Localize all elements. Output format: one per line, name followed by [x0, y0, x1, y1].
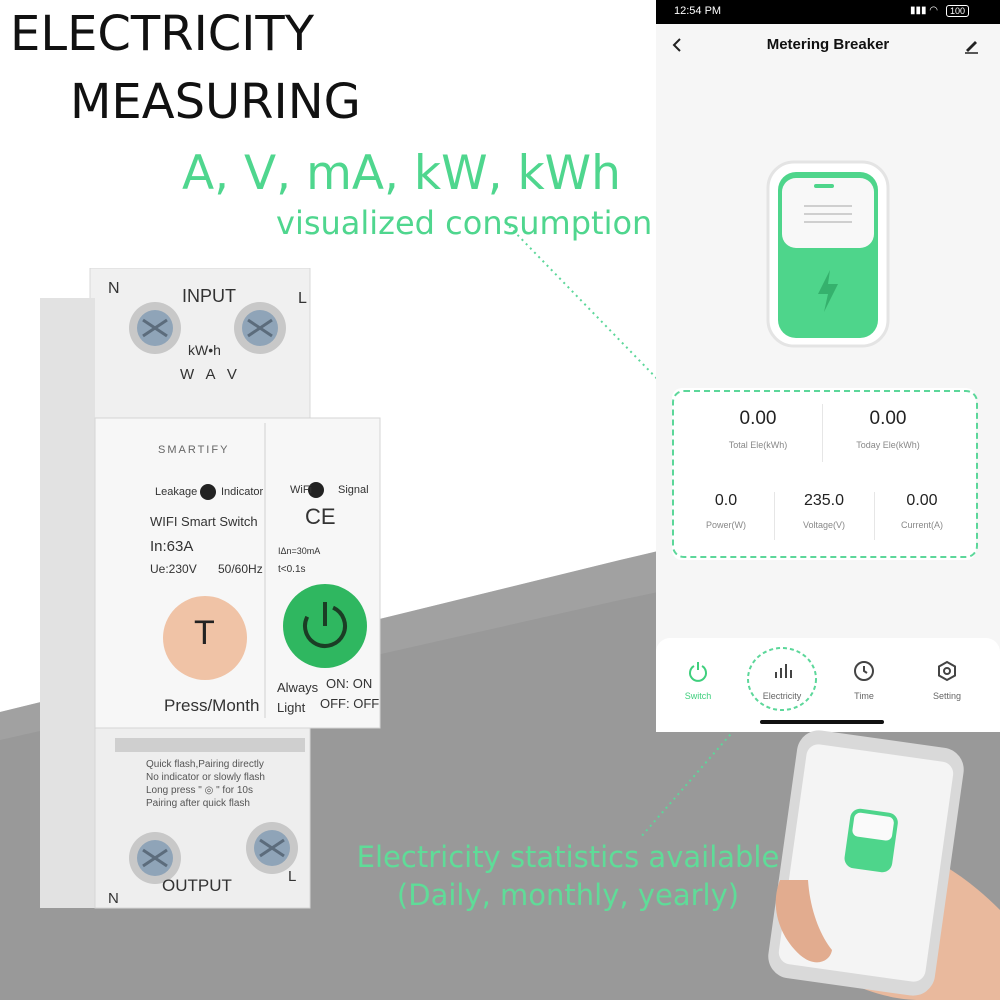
caption-line1: Electricity statistics available	[356, 840, 780, 874]
wifi-label: WiFi	[290, 484, 312, 496]
device-top-l: L	[298, 290, 307, 307]
stats-card	[672, 388, 976, 560]
hexagon-gear-icon	[938, 660, 956, 682]
breaker-illustration-icon	[766, 160, 890, 348]
instruction-line: Long press " ◎ " for 10s	[146, 785, 253, 796]
units-subtitle: visualized consumption	[276, 204, 653, 242]
meter-symbols: W A V	[180, 366, 241, 383]
electricity-tab-highlight	[747, 647, 817, 711]
tab-label: Electricity	[762, 691, 802, 701]
press-month-label: Press/Month	[164, 696, 260, 715]
tab-switch[interactable]: Switch	[663, 660, 733, 701]
stat-label: Current(A)	[900, 520, 943, 530]
breaker-device: N L INPUT kW•h W A V SMARTIFY Leakage In…	[20, 268, 400, 913]
trip-current: IΔn=30mA	[278, 546, 321, 556]
stat-label: Voltage(V)	[802, 520, 846, 530]
connector-line-top	[504, 221, 669, 391]
caption-line2: (Daily, monthly, yearly)	[396, 878, 740, 912]
status-bar: 12:54 PM ▮▮▮ ◠ 100	[656, 0, 1000, 24]
hand-holding-phone	[768, 730, 1000, 1000]
stat-current: 0.00 Current(A)	[882, 492, 962, 530]
test-button[interactable]: T	[194, 614, 215, 652]
tab-electricity[interactable]: Electricity	[747, 660, 817, 701]
stat-power: 0.0 Power(W)	[686, 492, 766, 530]
wifi-signal-led	[308, 482, 324, 498]
stat-value: 0.00	[869, 408, 907, 429]
test-button-shape	[163, 596, 247, 680]
model-label: WIFI Smart Switch	[150, 514, 258, 529]
stat-voltage: 235.0 Voltage(V)	[784, 492, 864, 530]
indicator-label: Indicator	[221, 486, 264, 498]
stat-value: 0.00	[906, 492, 938, 509]
leakage-label: Leakage	[155, 486, 198, 498]
signal-label: Signal	[338, 484, 369, 496]
stat-value: 235.0	[803, 492, 845, 509]
bottom-tab-bar: Switch Electricity Time Setting	[656, 638, 1000, 732]
stat-label: Total Ele(kWh)	[728, 440, 788, 450]
voltage-label: Ue:230V	[150, 562, 197, 576]
tab-time[interactable]: Time	[829, 660, 899, 701]
back-icon[interactable]	[668, 36, 686, 54]
bar-chart-icon	[775, 664, 792, 678]
leakage-indicator-led	[200, 484, 216, 500]
status-time: 12:54 PM	[674, 5, 722, 17]
stat-label: Today Ele(kWh)	[856, 440, 920, 450]
input-label: INPUT	[182, 286, 236, 306]
trip-time: t<0.1s	[278, 564, 306, 575]
meter-unit: kW•h	[188, 342, 221, 358]
instruction-line: No indicator or slowly flash	[146, 772, 265, 783]
off-off-label: OFF: OFF	[320, 696, 380, 711]
units-headline: A, V, mA, kW, kWh	[182, 146, 621, 201]
tab-label: Time	[854, 691, 874, 701]
instruction-line: Pairing after quick flash	[146, 798, 250, 809]
home-indicator	[760, 720, 884, 724]
screw-bottom-l	[246, 822, 298, 874]
battery-icon: 100	[946, 5, 970, 17]
device-top-n: N	[108, 280, 120, 297]
device-bottom-n: N	[108, 890, 119, 907]
stat-value: 0.00	[739, 408, 777, 429]
always-label: Always	[277, 680, 319, 695]
stat-label: Power(W)	[706, 520, 746, 530]
tab-setting[interactable]: Setting	[912, 660, 982, 701]
headline-line2: MEASURING	[70, 74, 361, 130]
light-label: Light	[277, 700, 306, 715]
headline-line1: ELECTRICITY	[10, 6, 315, 62]
stat-total-ele: 0.00 Total Ele(kWh)	[708, 408, 808, 450]
phone-screen: 12:54 PM ▮▮▮ ◠ 100 Metering Breaker 0.00…	[656, 0, 1000, 732]
breaker-body	[40, 268, 381, 909]
stat-value: 0.0	[714, 492, 738, 509]
clock-icon	[854, 661, 874, 681]
stats-highlight-box	[672, 390, 978, 558]
device-bottom-l: L	[288, 868, 297, 885]
instruction-line: Quick flash,Pairing directly	[146, 759, 264, 770]
screw-top-l	[234, 302, 286, 354]
frequency-label: 50/60Hz	[218, 562, 263, 576]
page-title: Metering Breaker	[766, 36, 890, 53]
stat-today-ele: 0.00 Today Ele(kWh)	[838, 408, 938, 450]
screw-top-n	[129, 302, 181, 354]
signal-wifi-icon: ▮▮▮ ◠	[910, 5, 939, 16]
connector-line-bottom	[639, 711, 751, 839]
power-icon	[689, 662, 707, 682]
screw-bottom-n	[129, 832, 181, 884]
pencil-icon[interactable]	[962, 36, 980, 54]
ce-mark: CE	[305, 504, 336, 529]
tab-label: Switch	[684, 691, 712, 701]
rating-label: In:63A	[150, 538, 194, 555]
output-label: OUTPUT	[162, 876, 232, 895]
tab-label: Setting	[932, 691, 962, 701]
pairing-instructions: Quick flash,Pairing directly No indicato…	[146, 758, 265, 810]
on-on-label: ON: ON	[326, 676, 373, 691]
brand-logo: SMARTIFY	[158, 444, 230, 456]
